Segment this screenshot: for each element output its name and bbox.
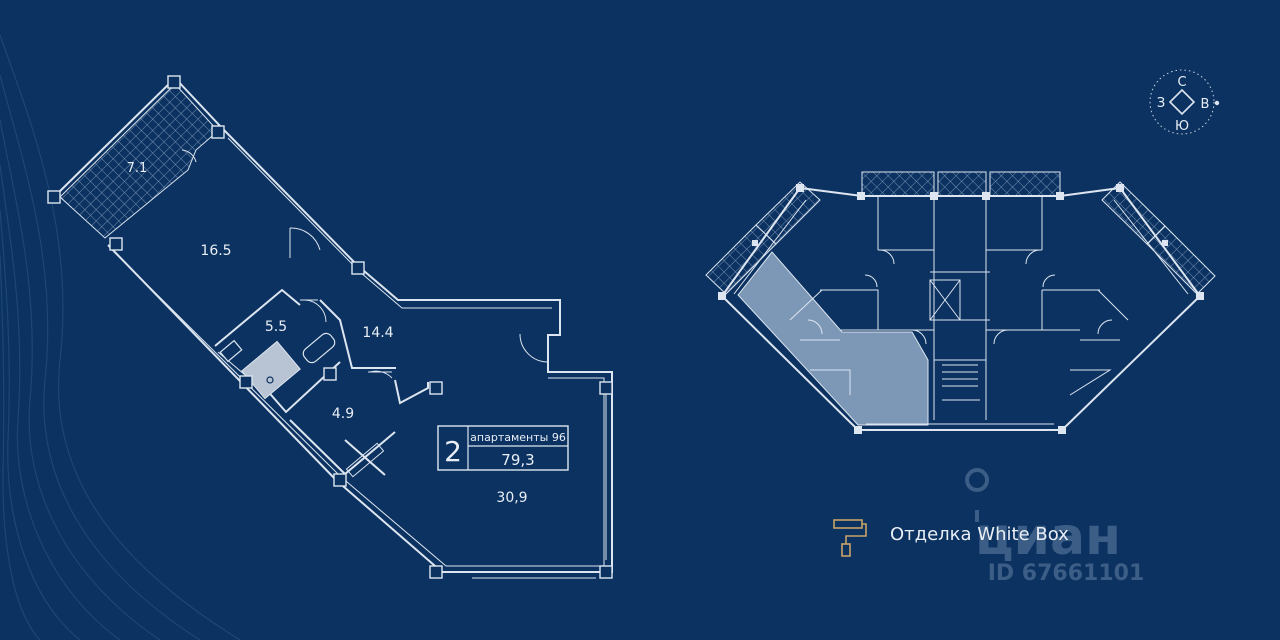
compass: С Ю З В [1149, 69, 1220, 135]
compass-north: С [1177, 75, 1186, 90]
finish-label: Отделка White Box [833, 519, 1069, 557]
unit-total-area: 79,3 [501, 451, 534, 469]
room-area-bathroom: 5.5 [265, 319, 287, 335]
unit-type-label: апартаменты 96 [470, 431, 566, 444]
columns [47, 75, 613, 579]
floor-key-plan [705, 171, 1216, 434]
room-area-balcony: 7.1 [127, 161, 148, 176]
room-area-wc: 4.9 [332, 406, 354, 422]
compass-east: В [1201, 97, 1210, 112]
room-area-bedroom: 16.5 [200, 243, 231, 259]
outer-wall [107, 127, 613, 573]
shower-tray [241, 340, 301, 400]
room-area-living: 30,9 [496, 490, 527, 506]
outer-wall-inner [113, 137, 605, 567]
compass-west: З [1157, 96, 1165, 111]
interior-walls [214, 288, 429, 476]
compass-east-dot [1214, 100, 1220, 106]
watermark: циан ID 67661101 [965, 468, 1145, 586]
kitchen-unit [345, 442, 385, 478]
sink [219, 339, 243, 363]
bathtub [302, 332, 336, 364]
apartment-plan: 7.1 16.5 5.5 14.4 4.9 30,9 2 апартаменты… [47, 75, 613, 579]
background-contours [0, 34, 241, 640]
key-plan-interior [789, 196, 1129, 420]
drain-icon [266, 376, 274, 384]
unit-rooms-count: 2 [444, 435, 462, 468]
unit-badge: 2 апартаменты 96 79,3 [437, 425, 569, 471]
watermark-brand: циан [975, 507, 1121, 567]
door-swings [181, 149, 549, 379]
key-plan-columns [718, 184, 1204, 434]
watermark-id: ID 67661101 [988, 561, 1145, 586]
paint-roller-icon [833, 519, 867, 557]
compass-rose-icon [1168, 88, 1196, 116]
location-pin-icon [965, 468, 990, 522]
highlighted-apartment [737, 251, 929, 426]
compass-south: Ю [1175, 119, 1189, 134]
finish-text: Отделка White Box [890, 524, 1069, 545]
room-area-hall: 14.4 [362, 325, 393, 341]
